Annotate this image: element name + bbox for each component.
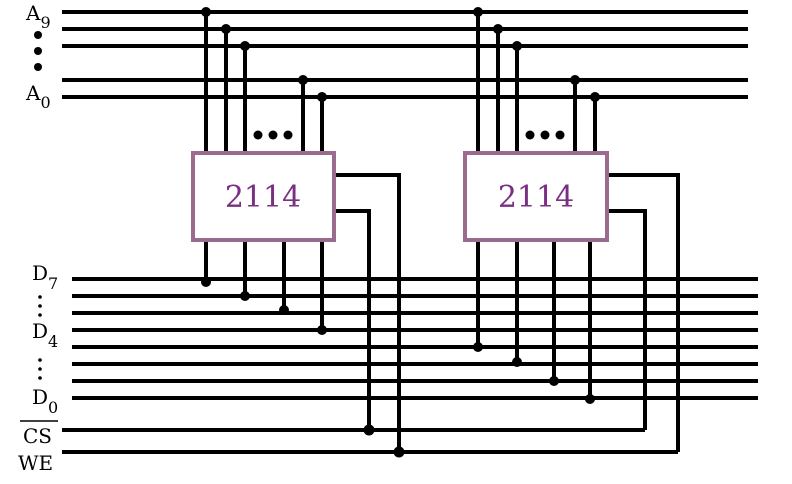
- chip1-control-wires: [334, 173, 405, 458]
- label-d0: D0: [32, 385, 58, 417]
- chip-label: 2114: [225, 180, 301, 215]
- control-lines: [62, 428, 678, 454]
- label-we: WE: [18, 451, 53, 475]
- chip2-control-wires: [606, 173, 680, 452]
- label-cs: CS: [23, 424, 52, 448]
- data-ellipsis: [38, 295, 42, 380]
- address-ellipsis: [34, 31, 42, 71]
- signal-labels: A9 A0 D7 D4 D0 CS WE: [18, 1, 58, 475]
- label-a9: A9: [25, 1, 51, 32]
- chip2-address-wires: [473, 7, 600, 152]
- label-d4: D4: [32, 319, 58, 351]
- data-bus: [72, 277, 758, 400]
- chip2-data-wires: [473, 240, 595, 404]
- chip-2114-right: 2114: [463, 151, 609, 242]
- chip1-address-wires: [201, 7, 327, 152]
- chip1-data-wires: [201, 240, 327, 335]
- chip-2114-left: 2114: [191, 151, 336, 242]
- label-d7: D7: [32, 261, 58, 293]
- address-bus: [62, 10, 748, 99]
- label-a0: A0: [25, 81, 51, 112]
- chip-label: 2114: [498, 180, 574, 215]
